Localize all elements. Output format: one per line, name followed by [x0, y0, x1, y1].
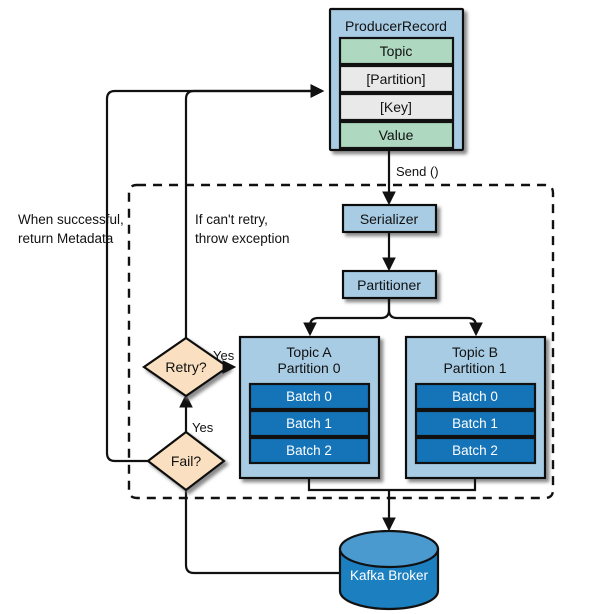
note-exception-line2: throw exception	[195, 231, 290, 246]
fail-label: Fail?	[171, 453, 202, 469]
serializer-label: Serializer	[360, 211, 419, 227]
decision-fail: Fail?	[146, 430, 226, 492]
producer-boundary	[127, 183, 555, 500]
topic-a-batch-2-label: Batch 2	[286, 443, 332, 458]
field-cell-partition	[338, 64, 455, 94]
topic-b-batch-1-label: Batch 1	[452, 416, 498, 431]
fail-diamond	[146, 430, 226, 492]
topic-buffer-topic-b: Topic B Partition 1 Batch 0 Batch 1 Batc…	[404, 335, 547, 480]
field-label-partition: [Partition]	[366, 71, 425, 87]
topic-a-title-line2: Partition 0	[277, 360, 340, 376]
note-success-line2: return Metadata	[18, 231, 114, 246]
topic-a-batch-2	[248, 436, 371, 465]
field-cell-value	[338, 120, 455, 150]
field-label-topic: Topic	[380, 43, 413, 59]
topic-a-batch-1-label: Batch 1	[286, 416, 332, 431]
topic-b-title-line1: Topic B	[452, 344, 498, 360]
field-cell-key	[338, 92, 455, 122]
producer-record-title: ProducerRecord	[345, 18, 447, 34]
topic-buffer-topic-a: Topic A Partition 0 Batch 0 Batch 1 Batc…	[238, 335, 381, 480]
field-cell-topic	[338, 36, 455, 66]
topic-a-batch-0	[248, 382, 371, 411]
edge-topic-b-to-broker	[389, 478, 477, 492]
topic-b-batch-0-label: Batch 0	[452, 389, 498, 404]
edge-topic-a-to-broker	[307, 478, 389, 492]
stage-serializer: Serializer	[341, 203, 438, 234]
stage-partitioner: Partitioner	[341, 269, 438, 300]
note-if-cant-retry: If can't retry, throw exception	[195, 212, 290, 246]
edge-label-send: Send ()	[396, 164, 439, 179]
topic-b-batch-0	[414, 382, 537, 411]
topic-b-batch-2	[414, 436, 537, 465]
note-success-line1: When successful,	[18, 212, 124, 227]
edge-label-retry-yes: Yes	[213, 348, 235, 363]
retry-diamond	[142, 336, 230, 398]
edge-broker-to-fail	[179, 471, 340, 575]
edge-partitioner-to-topic-b	[387, 298, 483, 337]
note-exception-line1: If can't retry,	[195, 212, 268, 227]
partitioner-box	[341, 269, 438, 300]
kafka-broker-cylinder: Kafka Broker	[338, 529, 440, 611]
edge-success-to-producer-record	[105, 84, 325, 463]
topic-b-title-line2: Partition 1	[443, 360, 506, 376]
note-when-successful: When successful, return Metadata	[18, 212, 124, 246]
field-label-key: [Key]	[380, 99, 412, 115]
topic-a-batch-1	[248, 409, 371, 438]
topic-b-batch-2-label: Batch 2	[452, 443, 498, 458]
topic-a-batch-0-label: Batch 0	[286, 389, 332, 404]
partitioner-label: Partitioner	[357, 277, 421, 293]
topic-b-batch-1	[414, 409, 537, 438]
topic-a-title-line1: Topic A	[286, 344, 332, 360]
broker-top-ellipse	[338, 529, 440, 569]
retry-label: Retry?	[165, 359, 206, 375]
edge-label-fail-yes: Yes	[192, 420, 214, 435]
decision-retry: Retry?	[142, 336, 230, 398]
field-label-value: Value	[379, 127, 414, 143]
broker-label: Kafka Broker	[350, 568, 429, 583]
producer-record-box: ProducerRecord Topic [Partition] [Key] V…	[328, 7, 465, 152]
